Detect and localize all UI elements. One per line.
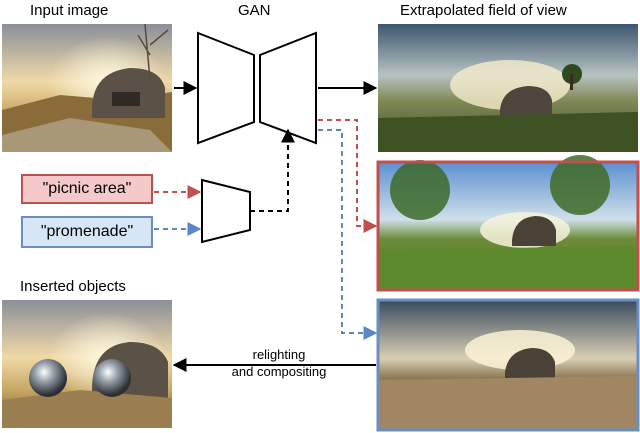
guide-label: guide: [212, 204, 244, 219]
relighting-label: relighting: [252, 347, 306, 362]
prompt-promenade: "promenade": [21, 216, 153, 248]
input-image-label: Input image: [30, 2, 109, 19]
gan-label: GAN: [238, 2, 271, 19]
arrow-guide-to-gan: [250, 128, 295, 212]
arrow-gan-to-promenade: [318, 129, 378, 340]
arrow-gan-to-picnic: [318, 119, 378, 233]
inserted-objects-label: Inserted objects: [20, 278, 126, 295]
extrapolated-panorama: [378, 24, 638, 152]
compositing-label: and compositing: [231, 364, 327, 379]
sphere-left: [29, 359, 67, 397]
picnic-area-panorama: [376, 155, 640, 292]
inserted-objects-image: [2, 300, 172, 428]
promenade-panorama: [376, 298, 640, 432]
input-image: [2, 23, 172, 152]
prompt-picnic-area: "picnic area": [21, 174, 153, 204]
gan-network: [197, 31, 317, 145]
extrapolated-label: Extrapolated field of view: [400, 2, 567, 19]
sphere-right: [93, 359, 131, 397]
